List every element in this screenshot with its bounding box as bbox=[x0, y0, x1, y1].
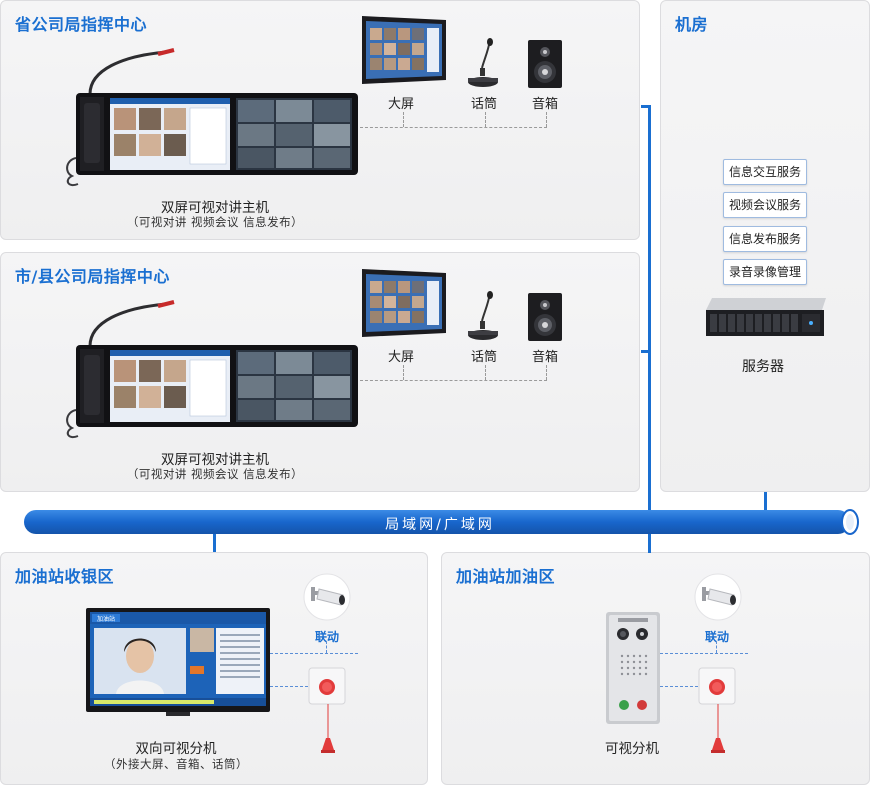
service-item-info-exchange: 信息交互服务 bbox=[723, 159, 807, 185]
backbone-line-server bbox=[764, 492, 767, 510]
connector bbox=[326, 641, 327, 653]
speaker-icon bbox=[528, 293, 562, 341]
alarm-siren-icon bbox=[321, 704, 335, 753]
connector bbox=[546, 365, 547, 380]
connector bbox=[270, 653, 358, 654]
server-room-title: 机房 bbox=[675, 15, 709, 34]
two-way-extension-name: 双向可视分机 bbox=[135, 741, 217, 757]
service-item-info-publish: 信息发布服务 bbox=[723, 226, 807, 252]
cctv-camera-icon bbox=[303, 573, 351, 621]
video-extension-name: 可视分机 bbox=[605, 741, 659, 757]
network-label: 局域网/广域网 bbox=[385, 517, 495, 533]
city-center-title: 市/县公司局指挥中心 bbox=[15, 267, 170, 286]
big-screen-label: 大屏 bbox=[388, 97, 415, 112]
microphone-icon bbox=[468, 38, 498, 87]
big-screen-icon bbox=[362, 16, 446, 84]
host-device-name: 双屏可视对讲主机 bbox=[161, 200, 269, 216]
network-pipe bbox=[24, 509, 859, 535]
provincial-center-title: 省公司局指挥中心 bbox=[15, 15, 148, 34]
cashier-area-title: 加油站收银区 bbox=[15, 567, 115, 586]
host-device-features: （可视对讲 视频会议 信息发布） bbox=[126, 467, 304, 481]
connector bbox=[716, 641, 717, 653]
speaker-icon bbox=[528, 40, 562, 88]
connector bbox=[360, 380, 547, 381]
two-way-extension-note: （外接大屏、音箱、话筒） bbox=[104, 757, 248, 771]
server-label: 服务器 bbox=[742, 359, 784, 375]
fueling-area-title: 加油站加油区 bbox=[456, 567, 556, 586]
backbone-line-centers bbox=[648, 105, 651, 553]
emergency-button-icon bbox=[308, 667, 346, 705]
host-device-name: 双屏可视对讲主机 bbox=[161, 452, 269, 468]
microphone-label: 话筒 bbox=[471, 97, 498, 112]
service-item-recording: 录音录像管理 bbox=[723, 259, 807, 285]
host-device-features: （可视对讲 视频会议 信息发布） bbox=[126, 215, 304, 229]
connector bbox=[485, 112, 486, 127]
microphone-icon bbox=[468, 291, 498, 340]
backbone-line-cashier bbox=[213, 532, 216, 552]
linkage-label: 联动 bbox=[315, 630, 340, 644]
connector bbox=[660, 653, 748, 654]
connector bbox=[546, 112, 547, 127]
speaker-label: 音箱 bbox=[532, 350, 559, 365]
dual-screen-host-icon bbox=[66, 48, 358, 186]
server-icon bbox=[706, 298, 826, 336]
speaker-label: 音箱 bbox=[532, 97, 559, 112]
alarm-siren-icon bbox=[711, 704, 725, 753]
emergency-button-icon bbox=[698, 667, 736, 705]
screen-brand-text: 加油站 bbox=[97, 615, 115, 623]
dual-screen-host-icon bbox=[66, 300, 358, 438]
big-screen-icon bbox=[362, 269, 446, 337]
two-way-video-extension-icon: 加油站 bbox=[86, 608, 270, 716]
backbone-stub-provincial bbox=[641, 105, 649, 108]
video-extension-icon bbox=[606, 612, 660, 724]
connector bbox=[403, 112, 404, 127]
connector bbox=[360, 127, 547, 128]
microphone-label: 话筒 bbox=[471, 350, 498, 365]
linkage-label: 联动 bbox=[705, 630, 730, 644]
connector bbox=[403, 365, 404, 380]
connector bbox=[660, 686, 698, 687]
connector bbox=[270, 686, 308, 687]
cctv-camera-icon bbox=[694, 573, 742, 621]
big-screen-label: 大屏 bbox=[388, 350, 415, 365]
connector bbox=[485, 365, 486, 380]
backbone-stub-city bbox=[641, 350, 649, 353]
service-item-video-conference: 视频会议服务 bbox=[723, 192, 807, 218]
